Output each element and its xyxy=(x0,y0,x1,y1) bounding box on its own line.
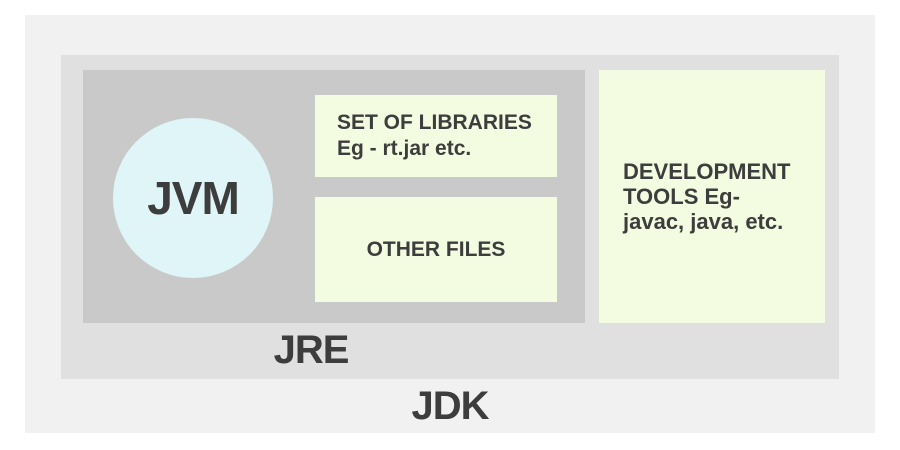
libraries-example: Eg - rt.jar etc. xyxy=(337,137,472,160)
development-tools-box: DEVELOPMENT TOOLS Eg- javac, java, etc. xyxy=(599,70,825,323)
jvm-label: JVM xyxy=(147,172,240,224)
libraries-title: SET OF LIBRARIES xyxy=(337,111,532,134)
jre-label: JRE xyxy=(273,328,350,372)
other-files-box: OTHER FILES xyxy=(315,197,557,302)
jdk-container: JVM SET OF LIBRARIES Eg - rt.jar etc. OT… xyxy=(61,55,839,379)
jdk-label: JDK xyxy=(411,384,489,428)
development-tools-label: DEVELOPMENT TOOLS Eg- javac, java, etc. xyxy=(623,159,791,234)
libraries-box: SET OF LIBRARIES Eg - rt.jar etc. xyxy=(315,95,557,177)
jre-container: JVM SET OF LIBRARIES Eg - rt.jar etc. OT… xyxy=(83,70,585,323)
outer-panel: JVM SET OF LIBRARIES Eg - rt.jar etc. OT… xyxy=(25,15,875,433)
jvm-circle: JVM xyxy=(113,118,273,278)
other-files-label: OTHER FILES xyxy=(366,237,506,261)
